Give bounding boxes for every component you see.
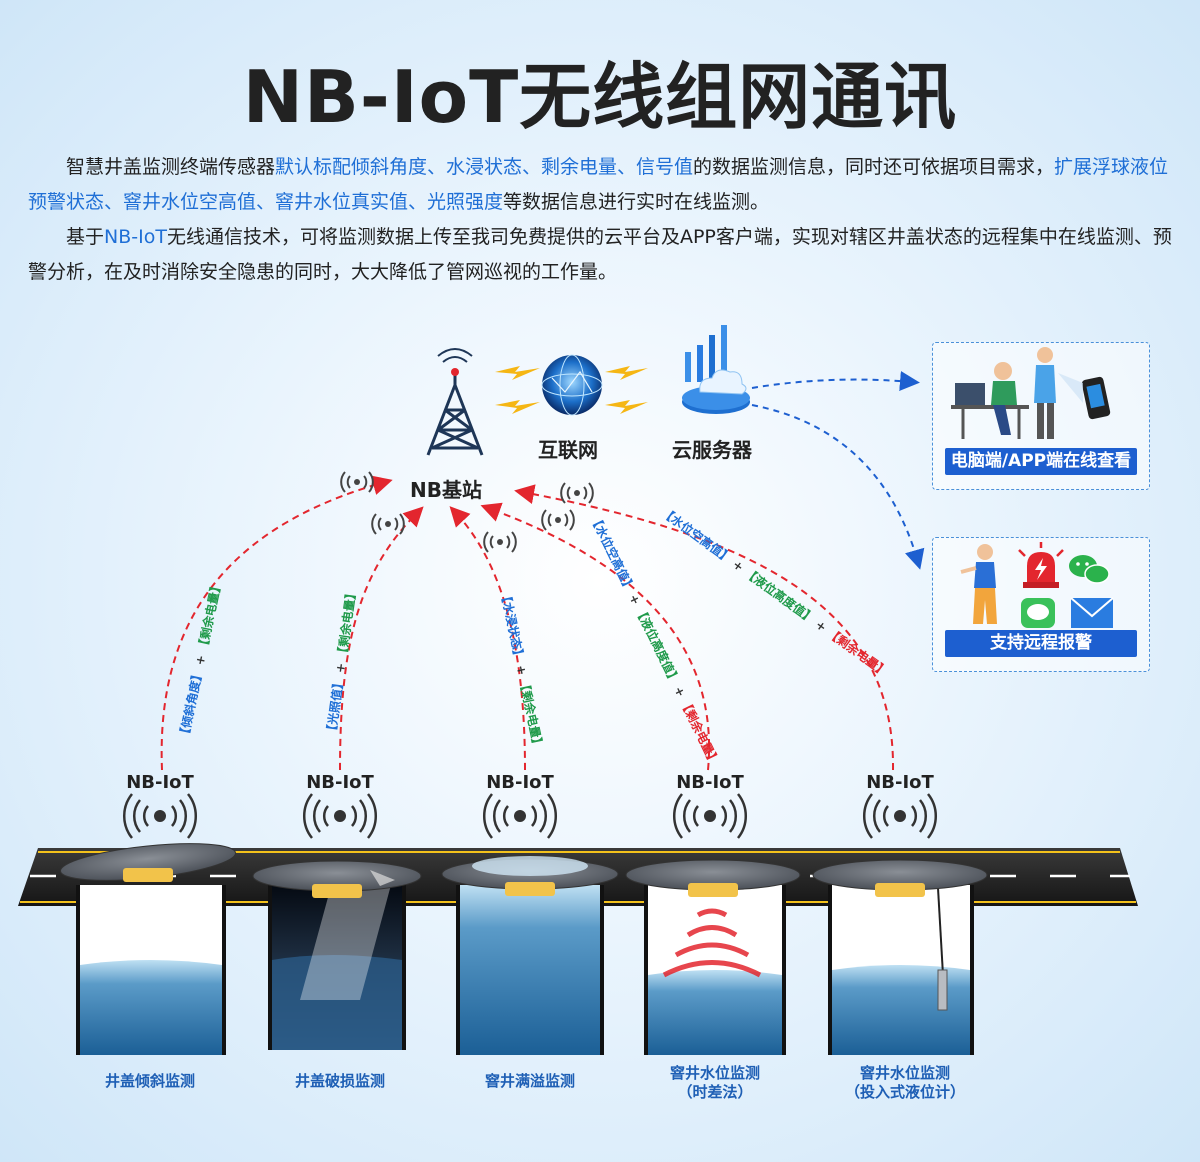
ultrasonic-wave-icon [662,908,762,978]
view-panel-illustration [951,347,1111,439]
wifi-signal-icon [672,793,748,839]
arc-label-plus: + [192,653,209,667]
node-caption-line: 井盖破损监测 [294,1072,385,1090]
tower-icon [426,348,484,456]
view-panel: 电脑端/APP端在线查看 [932,342,1150,490]
manhole-lid [625,859,801,897]
node-caption-line: 窨井水位监测 [669,1064,760,1082]
sms-icon [1021,598,1055,628]
intro-highlight: 默认标配倾斜角度、水浸状态、剩余电量、信号值 [275,156,694,178]
lightning-icon [495,366,648,414]
arc-node-2 [339,506,424,771]
node-caption: 窨井水位监测（时差法） [625,1064,805,1102]
intro-highlight: NB-IoT [104,226,167,248]
internet-label: 互联网 [538,438,598,462]
wifi-signal-icon [302,793,378,839]
manhole-lid [59,843,237,882]
arc-node-3 [449,506,526,771]
wifi-signal-icon [482,793,558,839]
alarm-panel: 支持远程报警 [932,537,1150,672]
wifi-signal-icon [862,793,938,839]
intro-text: 智慧井盖监测终端传感器 [66,156,276,178]
intro-text: 无线通信技术，可将监测数据上传至我司免费提供的云平台及APP客户端，实现对辖区井… [28,226,1172,283]
arc-label-plus: + [671,684,689,700]
desktop-user-icon [951,362,1029,439]
node-protocol-label: NB-IoT [866,772,934,793]
intro-paragraph-2: 基于NB-IoT无线通信技术，可将监测数据上传至我司免费提供的云平台及APP客户… [28,220,1176,290]
node-caption: 井盖倾斜监测 [60,1072,240,1091]
phone-user-icon [960,544,997,624]
phone-user-icon [1034,347,1111,439]
pit-1 [76,885,226,1055]
cloud-server-label: 云服务器 [672,438,752,462]
arrow-to-alarm-panel [751,404,925,570]
intro-text: 基于 [66,226,105,248]
arc-label-plus: + [333,662,349,674]
pit-3 [456,885,604,1055]
node-caption: 井盖破损监测 [250,1072,430,1091]
node-caption-line: 井盖倾斜监测 [104,1072,195,1090]
node-caption-line: （时差法） [677,1083,753,1101]
alarm-light-icon [1018,542,1064,588]
wechat-icon [1069,555,1110,584]
view-panel-button[interactable]: 电脑端/APP端在线查看 [945,448,1137,475]
arrow-to-view-panel [751,371,920,391]
arc-label-plus: + [513,663,530,677]
node-caption: 窨井水位监测（投入式液位计） [815,1064,995,1102]
pit-4 [644,885,786,1055]
arc-node-5 [514,484,895,771]
globe-icon [541,354,603,416]
intro-text: 等数据信息进行实时在线监测。 [503,191,770,213]
alarm-panel-illustration [960,542,1114,628]
manhole-lid [252,860,422,898]
node-protocol-label: NB-IoT [486,772,554,793]
intro-paragraph-1: 智慧井盖监测终端传感器默认标配倾斜角度、水浸状态、剩余电量、信号值的数据监测信息… [28,150,1176,220]
alarm-panel-button[interactable]: 支持远程报警 [945,630,1137,657]
cloud-server-icon [682,325,750,414]
wifi-signal-icon [340,471,594,553]
arc-node-4 [480,502,711,771]
node-protocol-label: NB-IoT [126,772,194,793]
pit-5 [828,885,974,1055]
manhole-lid [441,856,619,896]
arc-node-1 [160,475,393,771]
intro-text: 的数据监测信息，同时还可依据项目需求， [693,156,1055,178]
page-title: NB-IoT无线组网通讯 [242,55,958,139]
node-caption-line: （投入式液位计） [844,1083,965,1101]
intro-highlight: 扩展浮球液位预警状态、窨井水位空高值、窨井水位真实值、光照强度 [28,156,1169,213]
arc-label-plus: + [626,591,644,608]
email-icon [1070,597,1114,628]
base-station-label: NB基站 [410,478,482,502]
level-probe-icon [937,969,948,1011]
manhole-lid [812,859,988,897]
pit-2 [268,870,406,1050]
node-caption-line: 窨井满溢监测 [484,1072,575,1090]
wifi-signal-icon [122,793,198,839]
node-protocol-label: NB-IoT [306,772,374,793]
node-protocol-label: NB-IoT [676,772,744,793]
node-caption-line: 窨井水位监测 [859,1064,950,1082]
node-caption: 窨井满溢监测 [440,1072,620,1091]
